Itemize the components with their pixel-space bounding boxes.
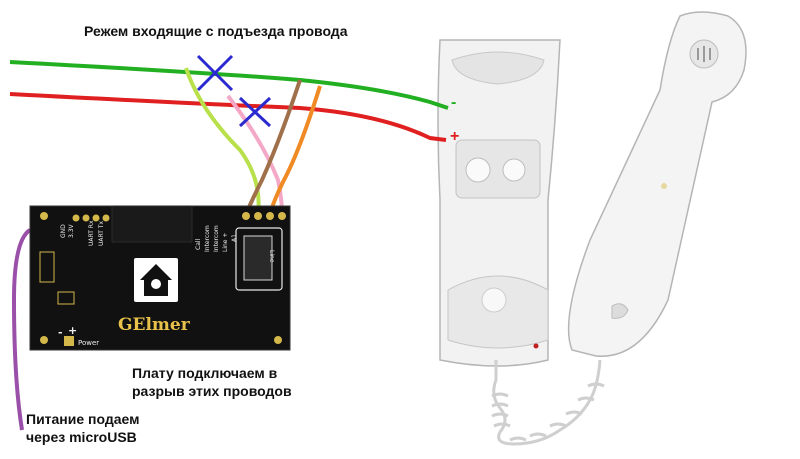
mouthpiece: [611, 303, 629, 319]
wire-yellow-green: [184, 67, 261, 215]
power-label-line2: через microUSB: [26, 429, 137, 445]
wire-pink: [226, 94, 284, 215]
v33-silkscreen-label: 3.3V: [68, 224, 75, 238]
power-label-line1: Питание подаем: [26, 411, 140, 427]
led-indicator: [533, 343, 539, 349]
chip: [243, 235, 273, 281]
intercom-button-right: [502, 158, 526, 182]
cut-mark-green: [196, 54, 234, 92]
wire-brown: [244, 79, 302, 215]
chip-outline: [235, 227, 283, 291]
wire-purple-power: [11, 228, 32, 431]
cut-mark-red: [238, 96, 272, 128]
pcb-board: [29, 205, 291, 351]
intercom-button-left: [465, 157, 491, 183]
plus-polarity-marker: +: [450, 128, 460, 145]
cut-wires-label: Режем входящие с подъезда провода: [84, 23, 348, 39]
uart-tx-silkscreen-label: UART Tx: [98, 220, 105, 246]
button-panel: [455, 139, 541, 199]
wire-orange: [268, 85, 322, 215]
power-silkscreen-label: Power: [78, 339, 100, 347]
wire-green: [9, 60, 449, 110]
wire-red: [9, 92, 447, 142]
board-plus-sign: +: [68, 324, 78, 337]
minus-polarity-marker: -: [451, 94, 457, 111]
board-brand-label: GElmer: [118, 315, 190, 335]
connect-label-line1: Плату подключаем в: [132, 365, 278, 381]
handset-cord: [491, 359, 605, 446]
chip-silkscreen-label: A1: [231, 234, 238, 242]
handset-cradle: [447, 275, 549, 349]
board-minus-sign: -: [58, 326, 63, 339]
connect-label-line2: разрыв этих проводов: [132, 383, 292, 399]
usb-module: [111, 205, 193, 243]
intercom-base-unit: [437, 39, 561, 367]
line-minus-silkscreen-label: Line -: [268, 250, 275, 267]
intercom-handset: [567, 11, 747, 357]
